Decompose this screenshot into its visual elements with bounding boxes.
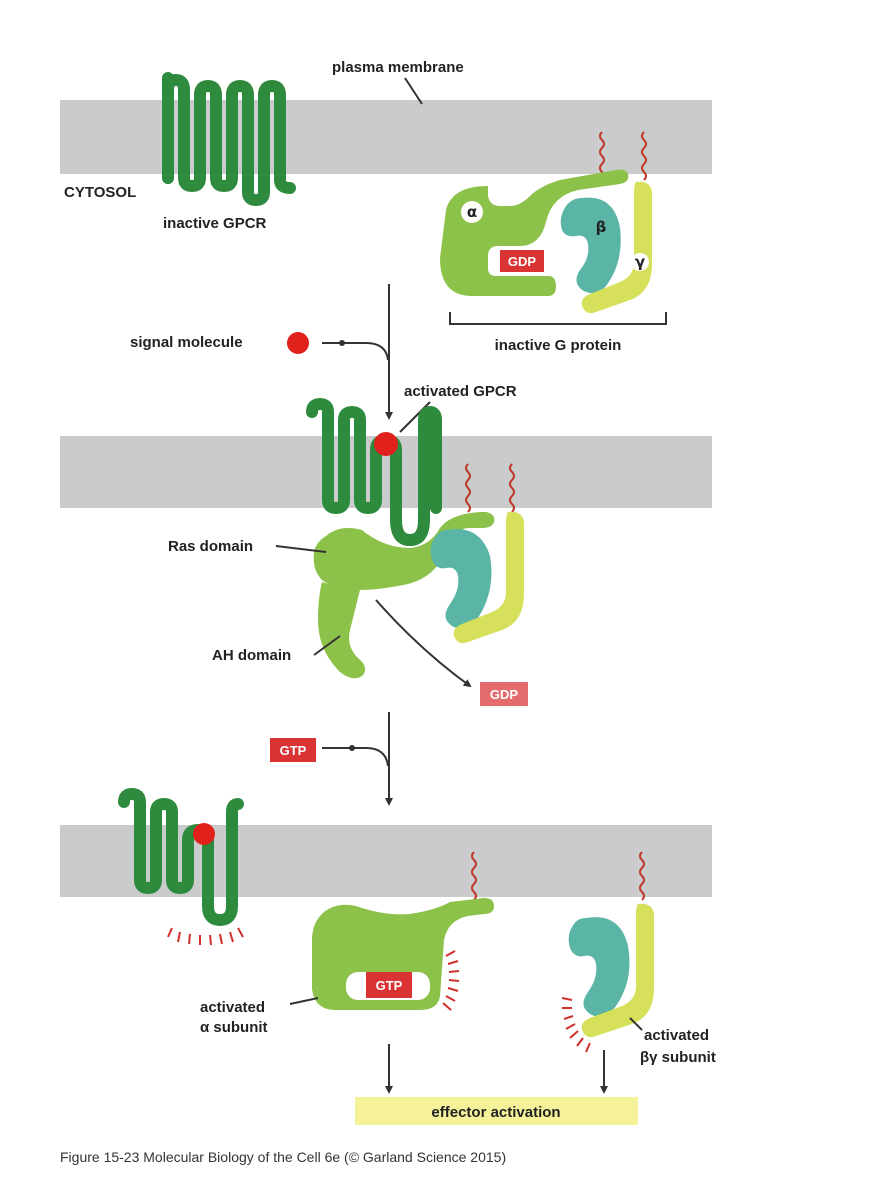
lipid-anchor-gamma-2	[509, 463, 515, 513]
alpha-label-1: α	[467, 203, 477, 221]
ras-domain-leader	[275, 545, 327, 553]
activated-gpcr-label: activated GPCR	[404, 383, 517, 400]
released-gdp-label: GDP	[490, 687, 519, 702]
lipid-anchor-alpha-3	[471, 851, 477, 901]
released-gpcr	[118, 788, 244, 926]
bound-gtp-label: GTP	[376, 978, 403, 993]
signal-molecule-label: signal molecule	[130, 334, 243, 351]
gdp-label-1: GDP	[508, 254, 537, 269]
alpha-label-circle-1	[461, 201, 483, 223]
ah-domain-label: AH domain	[212, 647, 291, 664]
bound-signal-molecule	[374, 432, 398, 456]
effector-activation-box	[355, 1097, 638, 1125]
activated-gpcr	[306, 398, 442, 546]
lipid-anchor-alpha-2	[465, 463, 471, 513]
activated-alpha-label-line2: α subunit	[200, 1019, 268, 1036]
gamma-subunit-2	[453, 511, 524, 644]
lipid-anchor-gamma-3	[639, 851, 645, 901]
bound-gtp-box	[366, 972, 412, 998]
ah-domain-leader	[313, 635, 341, 656]
beta-subunit-2	[430, 529, 492, 629]
beta-label-1: β	[596, 218, 607, 236]
gamma-label-circle-1	[631, 253, 649, 271]
gtp-input-label: GTP	[280, 743, 307, 758]
alpha-activation-burst	[442, 950, 460, 1011]
beta-gamma-activation-burst	[561, 997, 591, 1053]
gpcr-activation-burst	[167, 927, 244, 946]
inactive-g-protein-bracket	[449, 312, 667, 325]
plasma-membrane-label: plasma membrane	[332, 59, 464, 76]
activated-bg-leader	[629, 1017, 643, 1031]
lipid-anchor-alpha-1	[599, 131, 605, 181]
lipid-anchor-gamma-1	[641, 131, 647, 181]
released-gdp-box	[480, 682, 528, 706]
gdp-box-1	[500, 250, 544, 272]
activated-alpha-label-line1: activated	[200, 999, 265, 1016]
signal-molecule-icon	[287, 332, 309, 354]
ras-domain-label: Ras domain	[168, 538, 253, 555]
alpha-subunit-1	[440, 169, 629, 296]
inactive-gpcr-label: inactive GPCR	[163, 215, 267, 232]
cytosol-label: CYTOSOL	[64, 184, 136, 201]
signal-input-arrow	[322, 342, 389, 361]
bound-signal-molecule-3	[193, 823, 215, 845]
figure-caption: Figure 15-23 Molecular Biology of the Ce…	[60, 1149, 506, 1165]
activated-gamma-subunit	[581, 903, 654, 1038]
activated-bg-label-line1: activated	[644, 1027, 709, 1044]
signal-input-dot	[339, 340, 345, 346]
gamma-label-1: γ	[635, 253, 645, 271]
effector-activation-label: effector activation	[431, 1104, 560, 1121]
activated-bg-label-line2: βγ subunit	[640, 1049, 716, 1066]
gtp-input-box	[270, 738, 316, 762]
activated-beta-subunit	[568, 917, 630, 1017]
plasma-membrane-leader	[404, 77, 423, 105]
gdp-release-arrow	[375, 599, 472, 688]
activated-alpha-leader	[289, 997, 319, 1005]
beta-subunit-1	[560, 197, 621, 294]
gtp-input-arrow	[322, 747, 389, 767]
ah-domain	[318, 582, 366, 679]
plasma-membrane-top	[60, 100, 712, 174]
inactive-g-protein-label: inactive G protein	[495, 337, 622, 354]
gtp-input-dot	[349, 745, 355, 751]
gamma-subunit-1	[581, 181, 652, 314]
